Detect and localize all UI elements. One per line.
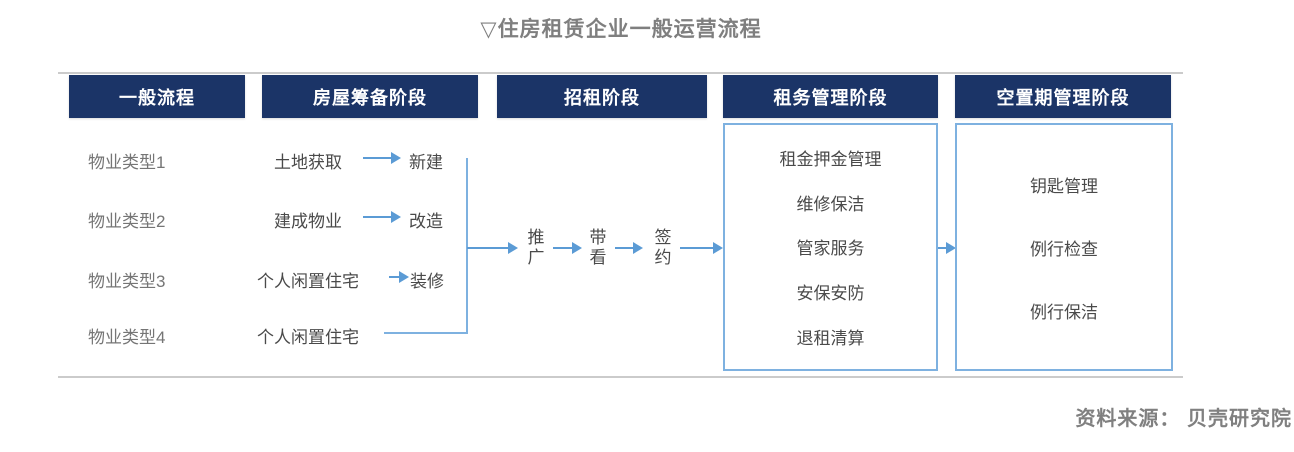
header-general-process: 一般流程 (69, 75, 245, 118)
arrow-right-icon (389, 271, 409, 283)
prep-source-4: 个人闲置住宅 (257, 328, 359, 347)
leasing-step-viewing: 带看 (589, 228, 607, 268)
diagram-title: ▽住房租赁企业一般运营流程 (480, 18, 762, 41)
bracket-line (466, 158, 468, 334)
tenancy-item-security: 安保安防 (796, 284, 865, 304)
tenancy-item-maintenance: 维修保洁 (796, 194, 865, 214)
property-type-2: 物业类型2 (88, 212, 166, 231)
header-preparation-stage: 房屋筹备阶段 (262, 75, 478, 118)
prep-result-2: 改造 (409, 212, 443, 231)
arrow-right-icon (363, 152, 401, 164)
prep-result-3: 装修 (410, 272, 444, 291)
header-tenancy-stage: 租务管理阶段 (723, 75, 938, 118)
connector-line (384, 332, 467, 334)
arrow-right-icon (467, 242, 518, 254)
tenancy-item-butler: 管家服务 (796, 239, 865, 259)
prep-result-1: 新建 (409, 153, 443, 172)
tenancy-item-rent-deposit: 租金押金管理 (779, 149, 882, 169)
bottom-divider-line (58, 376, 1183, 378)
prep-source-2: 建成物业 (274, 212, 342, 231)
vacancy-item-inspection: 例行检查 (1030, 239, 1098, 259)
property-type-3: 物业类型3 (88, 272, 166, 291)
vacancy-item-keys: 钥匙管理 (1030, 176, 1098, 196)
header-vacancy-stage: 空置期管理阶段 (955, 75, 1171, 118)
data-source-note: 资料来源： 贝壳研究院 (1075, 408, 1292, 430)
top-divider-line (58, 72, 1183, 74)
arrow-right-icon (615, 242, 643, 254)
header-leasing-stage: 招租阶段 (497, 75, 707, 118)
arrow-right-icon (938, 242, 956, 254)
arrow-right-icon (363, 211, 401, 223)
vacancy-item-cleaning: 例行保洁 (1030, 302, 1098, 322)
property-type-1: 物业类型1 (88, 153, 166, 172)
vacancy-management-box: 钥匙管理 例行检查 例行保洁 (955, 123, 1173, 371)
arrow-right-icon (553, 242, 582, 254)
property-type-4: 物业类型4 (88, 328, 166, 347)
prep-source-1: 土地获取 (274, 153, 342, 172)
arrow-right-icon (680, 242, 723, 254)
prep-source-3: 个人闲置住宅 (257, 272, 359, 291)
tenancy-item-checkout: 退租清算 (796, 329, 865, 349)
leasing-step-promotion: 推广 (527, 228, 545, 268)
tenancy-management-box: 租金押金管理 维修保洁 管家服务 安保安防 退租清算 (723, 123, 938, 371)
leasing-step-signing: 签约 (654, 228, 672, 268)
